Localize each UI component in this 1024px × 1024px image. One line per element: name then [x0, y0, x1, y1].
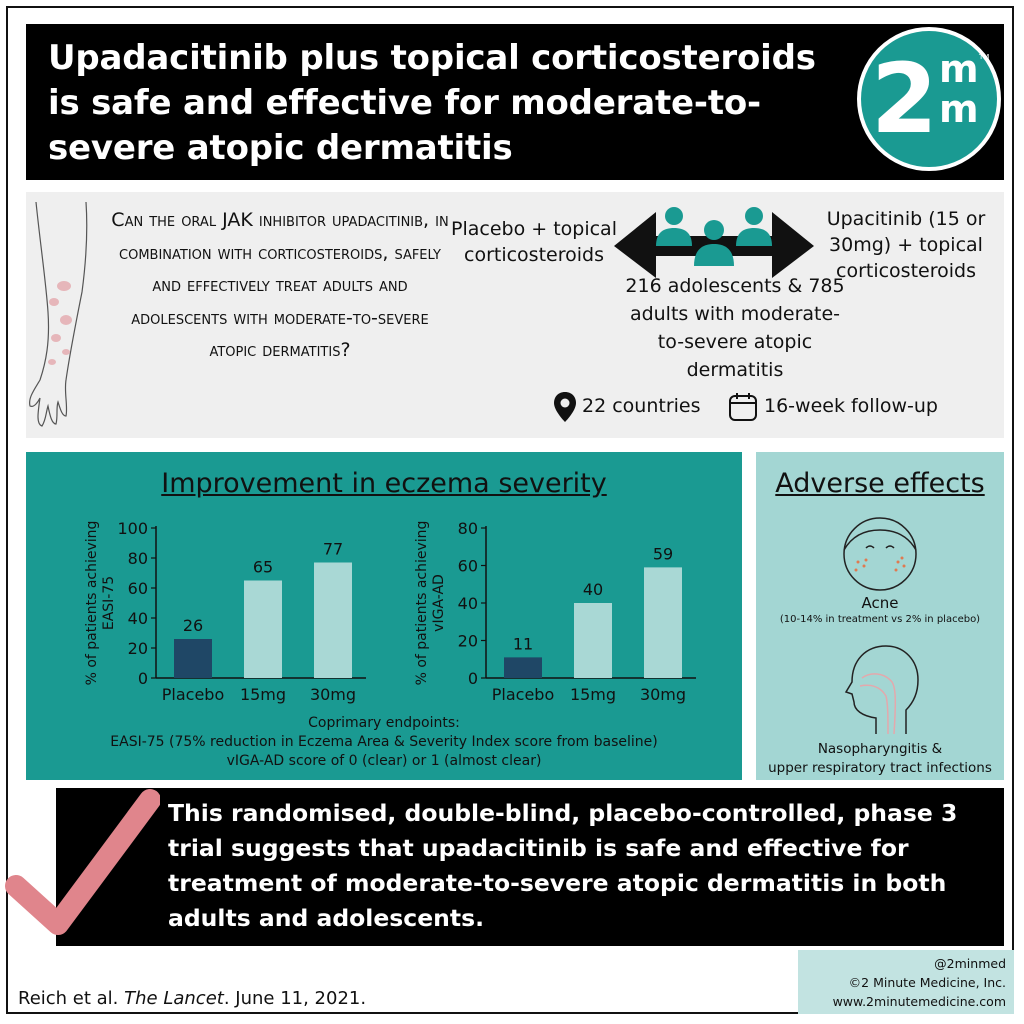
y-axis-label-line: vIGA-AD: [431, 574, 447, 632]
y-axis-label-line: % of patients achieving: [84, 521, 100, 686]
double-arrow-icon: [614, 207, 814, 278]
acne-detail: (10-14% in treatment vs 2% in placebo): [779, 614, 981, 625]
journal-name: The Lancet: [124, 988, 224, 1009]
bar-value-label: 11: [513, 634, 533, 653]
credits-box: @2minmed ©2 Minute Medicine, Inc. www.2m…: [798, 950, 1014, 1014]
follow-up-text: 16-week follow-up: [764, 395, 938, 417]
page-title: Upadacitinib plus topical corticosteroid…: [48, 38, 816, 168]
y-tick-label: 80: [128, 549, 148, 568]
y-axis-label: % of patients achievingEASI-75: [84, 521, 117, 686]
bar-value-label: 59: [653, 544, 673, 563]
bar-value-label: 26: [183, 616, 203, 635]
treatment-arm-label: Upacitinib (15 or 30mg) + topical cortic…: [826, 208, 986, 282]
bar: [314, 562, 352, 678]
brand-logo: 2 m m TM: [857, 27, 1001, 171]
logo-letter-bottom: m: [939, 87, 979, 131]
social-handle: @2minmed: [934, 956, 1006, 971]
bar: [174, 639, 212, 678]
x-tick-label: Placebo: [162, 685, 224, 704]
y-tick-label: 20: [128, 639, 148, 658]
acne-label: Acne: [861, 594, 899, 612]
y-tick-label: 20: [458, 632, 478, 651]
y-tick-label: 60: [458, 557, 478, 576]
footnote-viga: vIGA-AD score of 0 (clear) or 1 (almost …: [226, 753, 542, 769]
checkmark-icon: [5, 789, 160, 935]
bar-value-label: 40: [583, 580, 603, 599]
logo-trademark: TM: [979, 53, 990, 61]
page-frame: [6, 6, 1014, 1014]
x-tick-label: 30mg: [640, 685, 686, 704]
copyright: ©2 Minute Medicine, Inc.: [848, 975, 1006, 990]
results-panel: Improvement in eczema severity % of pati…: [26, 452, 742, 780]
bar: [574, 603, 612, 678]
citation: Reich et al. The Lancet. June 11, 2021.: [18, 988, 367, 1009]
y-tick-label: 40: [128, 609, 148, 628]
nasopharyngitis-label: Nasopharyngitis & upper respiratory trac…: [768, 741, 992, 776]
results-title: Improvement in eczema severity: [161, 468, 607, 499]
adverse-effects-panel: Adverse effects Acne (10-14% in treatmen…: [756, 452, 1004, 780]
y-axis-label: % of patients achievingvIGA-AD: [414, 521, 447, 686]
x-tick-label: 30mg: [310, 685, 356, 704]
study-question: Can the oral JAK inhibitor upadacitinib,…: [111, 209, 449, 361]
conclusion-text: This randomised, double-blind, placebo-c…: [168, 799, 958, 932]
footnote-heading: Coprimary endpoints:: [308, 715, 460, 731]
placebo-arm-label: Placebo + topical corticosteroids: [451, 218, 617, 266]
acne-face-icon: [843, 517, 917, 591]
bar: [504, 657, 542, 678]
y-tick-label: 80: [458, 519, 478, 538]
header-banner: Upadacitinib plus topical corticosteroid…: [26, 24, 1004, 180]
y-tick-label: 0: [468, 669, 478, 688]
viga-bar-chart: % of patients achievingvIGA-AD 0 20 40 60 80 1…: [414, 519, 696, 704]
question-panel: Can the oral JAK inhibitor upadacitinib,…: [26, 192, 1004, 438]
logo-letter-top: m: [939, 47, 979, 91]
endpoints-footnote: Coprimary endpoints: EASI-75 (75% reduct…: [26, 714, 742, 771]
website-link[interactable]: www.2minutemedicine.com: [832, 994, 1006, 1009]
y-tick-label: 40: [458, 594, 478, 613]
countries-info: 22 countries: [554, 390, 701, 422]
bar-value-label: 65: [253, 558, 273, 577]
easi75-bar-chart: % of patients achievingEASI-75 0 20 40 60 80 1…: [84, 519, 366, 704]
follow-up-info: 16-week follow-up: [728, 390, 938, 422]
x-tick-label: 15mg: [240, 685, 286, 704]
study-population: 216 adolescents & 785 adults with modera…: [625, 275, 845, 381]
bar: [644, 567, 682, 678]
adverse-effects-title: Adverse effects: [775, 468, 985, 499]
x-tick-label: Placebo: [492, 685, 554, 704]
y-axis-label-line: EASI-75: [101, 576, 117, 630]
bar-value-label: 77: [323, 540, 343, 559]
x-tick-label: 15mg: [570, 685, 616, 704]
bar: [244, 580, 282, 678]
y-axis-label-line: % of patients achieving: [414, 521, 430, 686]
countries-text: 22 countries: [582, 395, 701, 417]
people-icon: [656, 207, 772, 266]
y-tick-label: 100: [117, 519, 148, 538]
conclusion-banner: This randomised, double-blind, placebo-c…: [56, 788, 1004, 946]
footnote-easi: EASI-75 (75% reduction in Eczema Area & …: [110, 734, 658, 750]
logo-digit: 2: [871, 43, 938, 155]
location-pin-icon: [554, 391, 576, 422]
arm-rash-icon: [29, 202, 88, 427]
y-tick-label: 60: [128, 579, 148, 598]
head-profile-icon: [844, 645, 919, 734]
y-tick-label: 0: [138, 669, 148, 688]
calendar-icon: [729, 392, 757, 421]
